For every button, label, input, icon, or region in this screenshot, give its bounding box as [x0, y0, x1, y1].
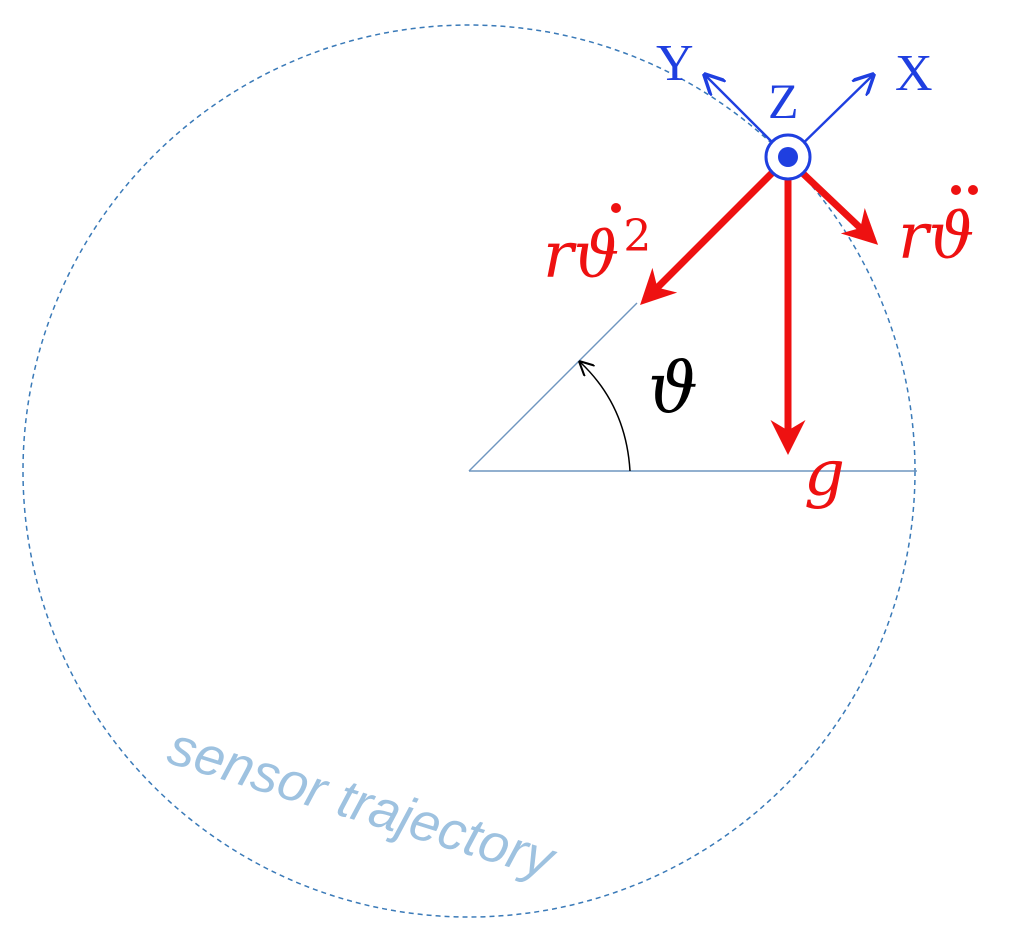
tangential-vector-label: rϑ — [898, 200, 974, 274]
centripetal-derivative-dot — [611, 203, 621, 213]
centripetal-vector — [640, 162, 783, 305]
gravity-vector-label: g — [804, 437, 845, 511]
sensor-trajectory-label: sensor trajectory — [161, 716, 563, 891]
angle-reference-line — [468, 302, 638, 472]
centripetal-exponent: 2 — [623, 211, 651, 262]
z-axis-label: Z — [768, 73, 799, 129]
x-axis-label: X — [895, 45, 933, 102]
centripetal-base: rϑ — [543, 219, 619, 293]
tangential-derivative-dot-1 — [951, 185, 961, 195]
tangential-derivative-dot-2 — [968, 185, 978, 195]
tangential-vector — [791, 162, 879, 245]
centripetal-vector-label: rϑ2 — [543, 211, 651, 293]
angle-arc — [580, 362, 631, 472]
angle-theta-label: ϑ — [648, 347, 698, 429]
y-axis-label: Y — [656, 35, 694, 92]
z-axis-out-dot — [778, 147, 798, 167]
